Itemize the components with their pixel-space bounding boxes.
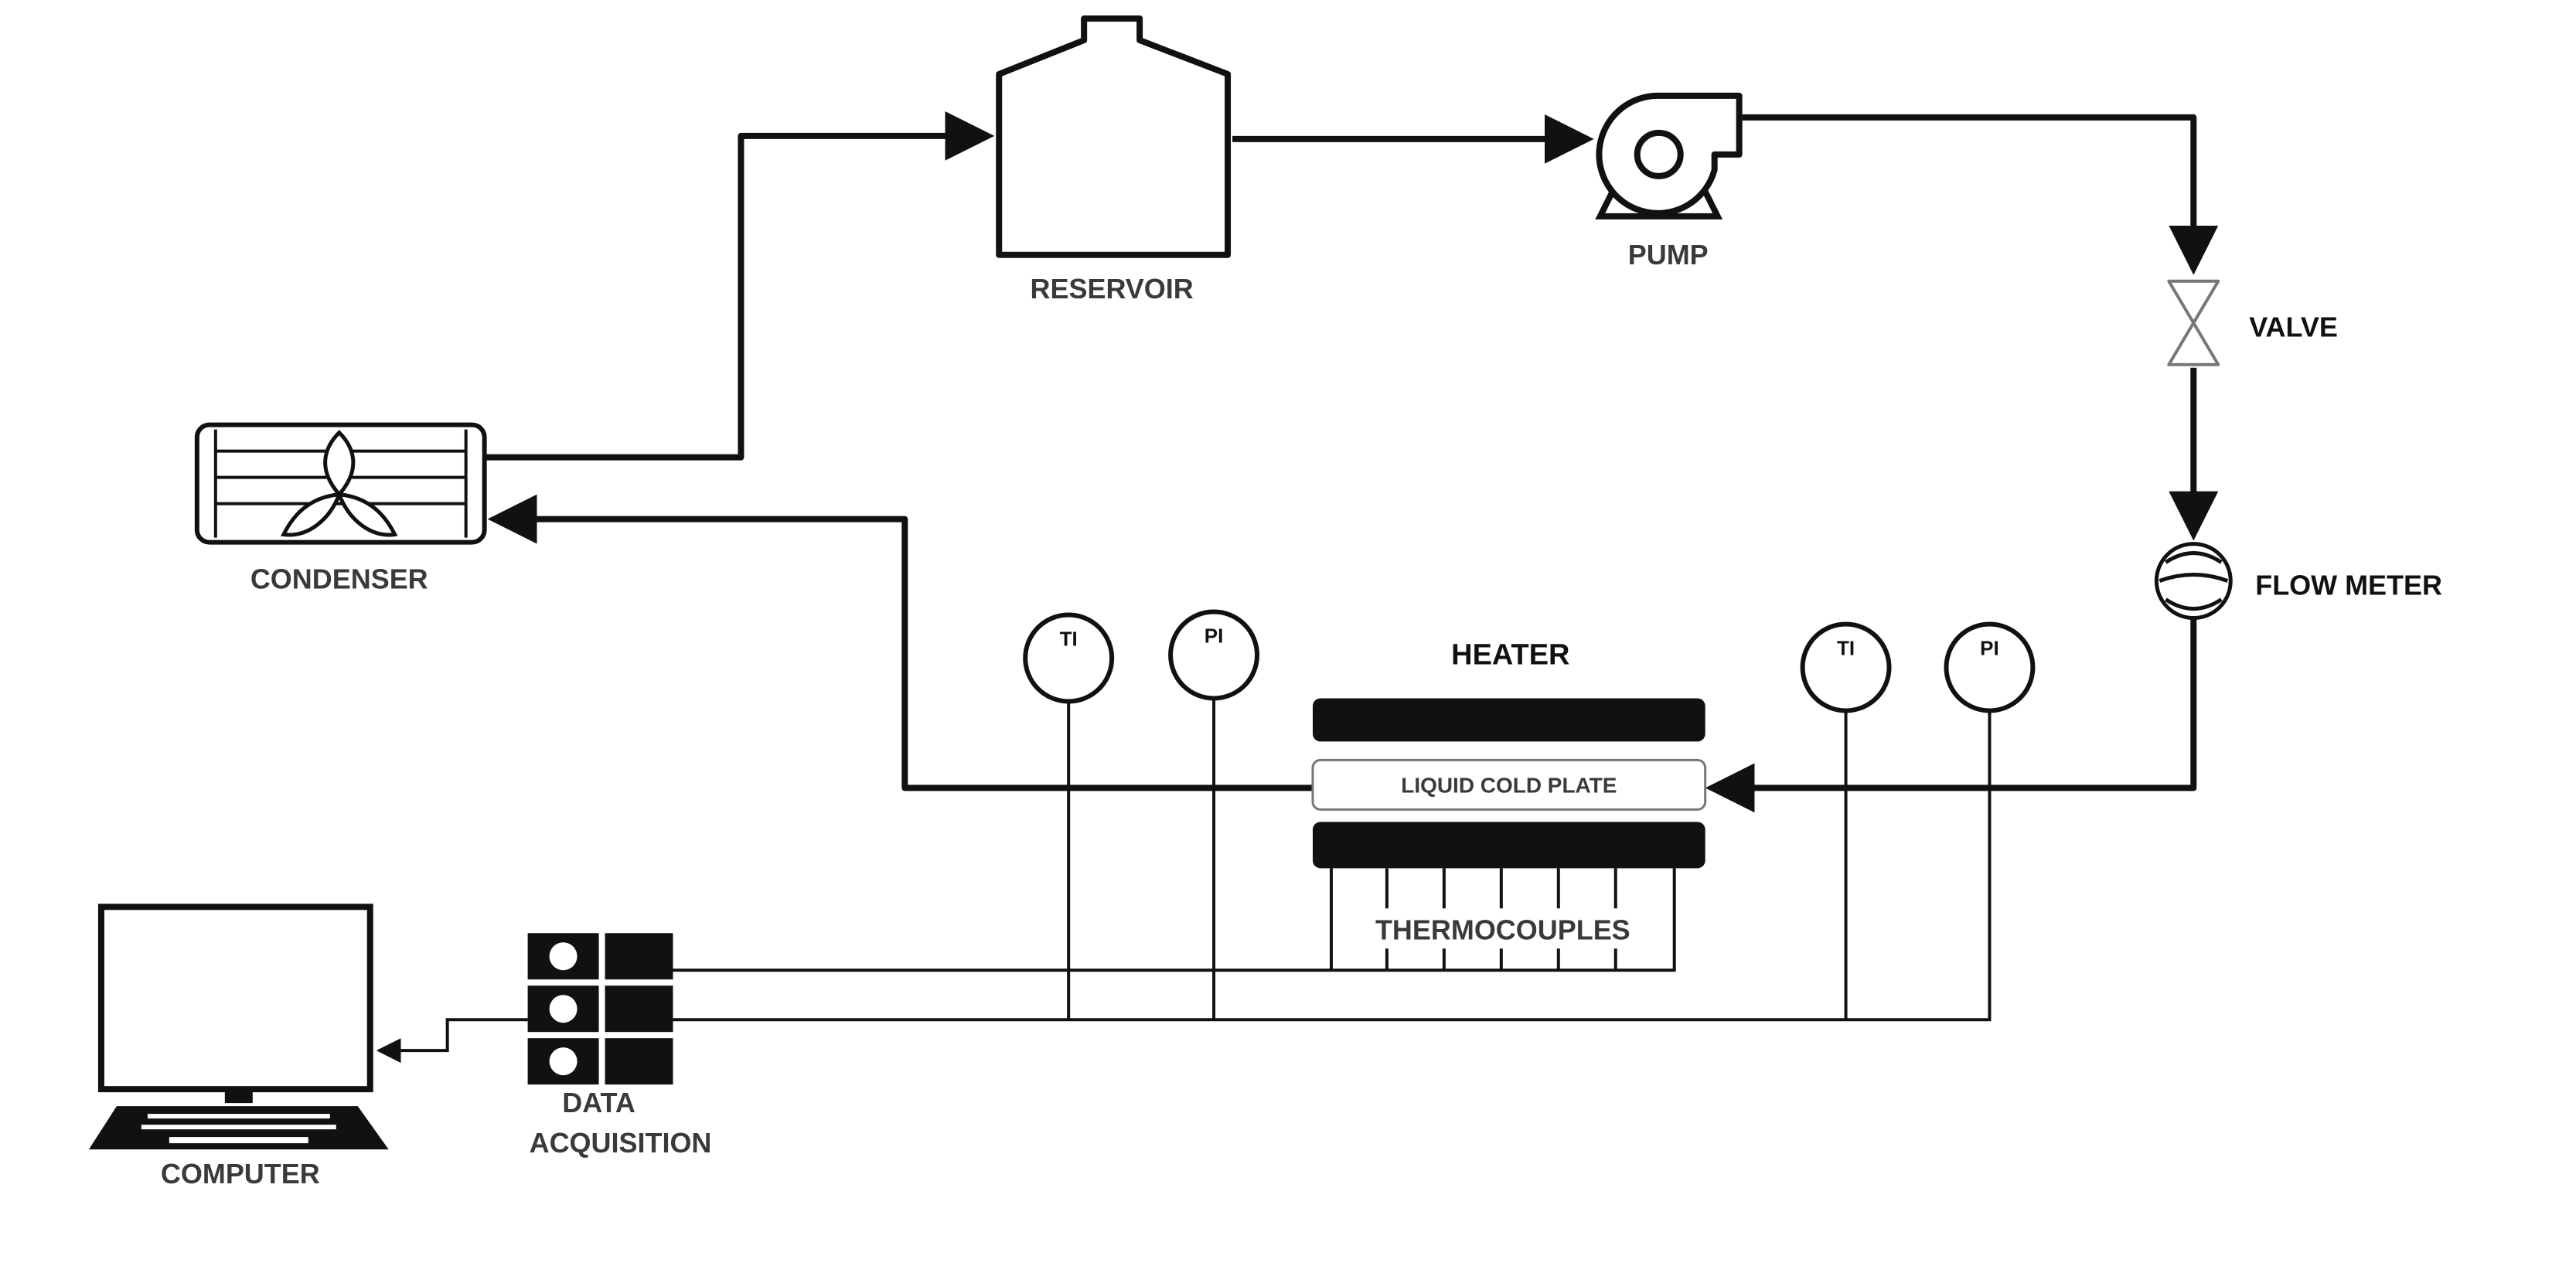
ti-outlet-gauge: TI [1023, 612, 1115, 704]
reservoir-tank-icon [996, 15, 1232, 258]
heater-top-bar [1312, 698, 1705, 742]
pipe-coldplate-to-condenser [487, 494, 1313, 791]
gauge-icon [1944, 621, 2036, 713]
flow-piping [484, 111, 2219, 813]
pipe-pump-to-valve [1742, 114, 2219, 275]
wire-sensors-to-daq [673, 710, 1992, 1022]
cold-plate-box [1311, 758, 1707, 811]
pump-icon [1595, 92, 1743, 220]
laptop-icon [88, 904, 389, 1150]
pump: PUMP [1595, 92, 1743, 271]
pi-outlet-gauge: PI [1168, 609, 1260, 701]
signal-wiring [376, 698, 1992, 1064]
ti-inlet-label: TI [1837, 636, 1855, 659]
reservoir-label: RESERVOIR [1031, 273, 1194, 305]
gauge-icon [1800, 621, 1892, 713]
gauge-icon [1023, 612, 1115, 704]
test-section: HEATER LIQUID COLD PLATE THERMOCOUPLES [1311, 638, 1707, 971]
valve-icon [2167, 279, 2220, 366]
pump-label: PUMP [1628, 239, 1709, 271]
pi-outlet-label: PI [1205, 624, 1224, 647]
daq-unit-icon [527, 933, 673, 1085]
condenser: CONDENSER [194, 422, 487, 595]
fan-icon [280, 430, 398, 537]
flow-meter: FLOW METER [2154, 542, 2442, 621]
data-acquisition: DATA ACQUISITION [527, 933, 712, 1159]
computer-label: COMPUTER [161, 1158, 320, 1190]
computer: COMPUTER [88, 904, 389, 1190]
valve-label: VALVE [2249, 311, 2338, 343]
pipe-condenser-to-reservoir [484, 111, 995, 461]
valve: VALVE [2167, 279, 2338, 366]
pi-inlet-label: PI [1980, 636, 1999, 659]
thermocouples-label: THERMOCOUPLES [1375, 914, 1630, 945]
reservoir: RESERVOIR [996, 15, 1232, 305]
pipe-flowmeter-to-coldplate [1705, 614, 2197, 813]
gauge-icon [1168, 609, 1260, 701]
heater-bottom-bar [1312, 822, 1705, 869]
wire-daq-to-computer [376, 1018, 528, 1064]
pi-inlet-gauge: PI [1944, 621, 2036, 713]
flow-meter-icon [2154, 542, 2233, 621]
sensors: TI PI TI PI [1023, 609, 2036, 713]
condenser-label: CONDENSER [250, 563, 428, 595]
ti-outlet-label: TI [1060, 627, 1078, 650]
daq-label-line1: DATA [562, 1087, 635, 1118]
condenser-icon [194, 422, 487, 545]
ti-inlet-gauge: TI [1800, 621, 1892, 713]
flow-meter-label: FLOW METER [2255, 570, 2442, 601]
wire-thermocouples-to-daq [673, 868, 1676, 972]
cold-plate-label: LIQUID COLD PLATE [1401, 773, 1617, 797]
heater-label: HEATER [1451, 638, 1569, 671]
daq-label-line2: ACQUISITION [530, 1127, 712, 1159]
